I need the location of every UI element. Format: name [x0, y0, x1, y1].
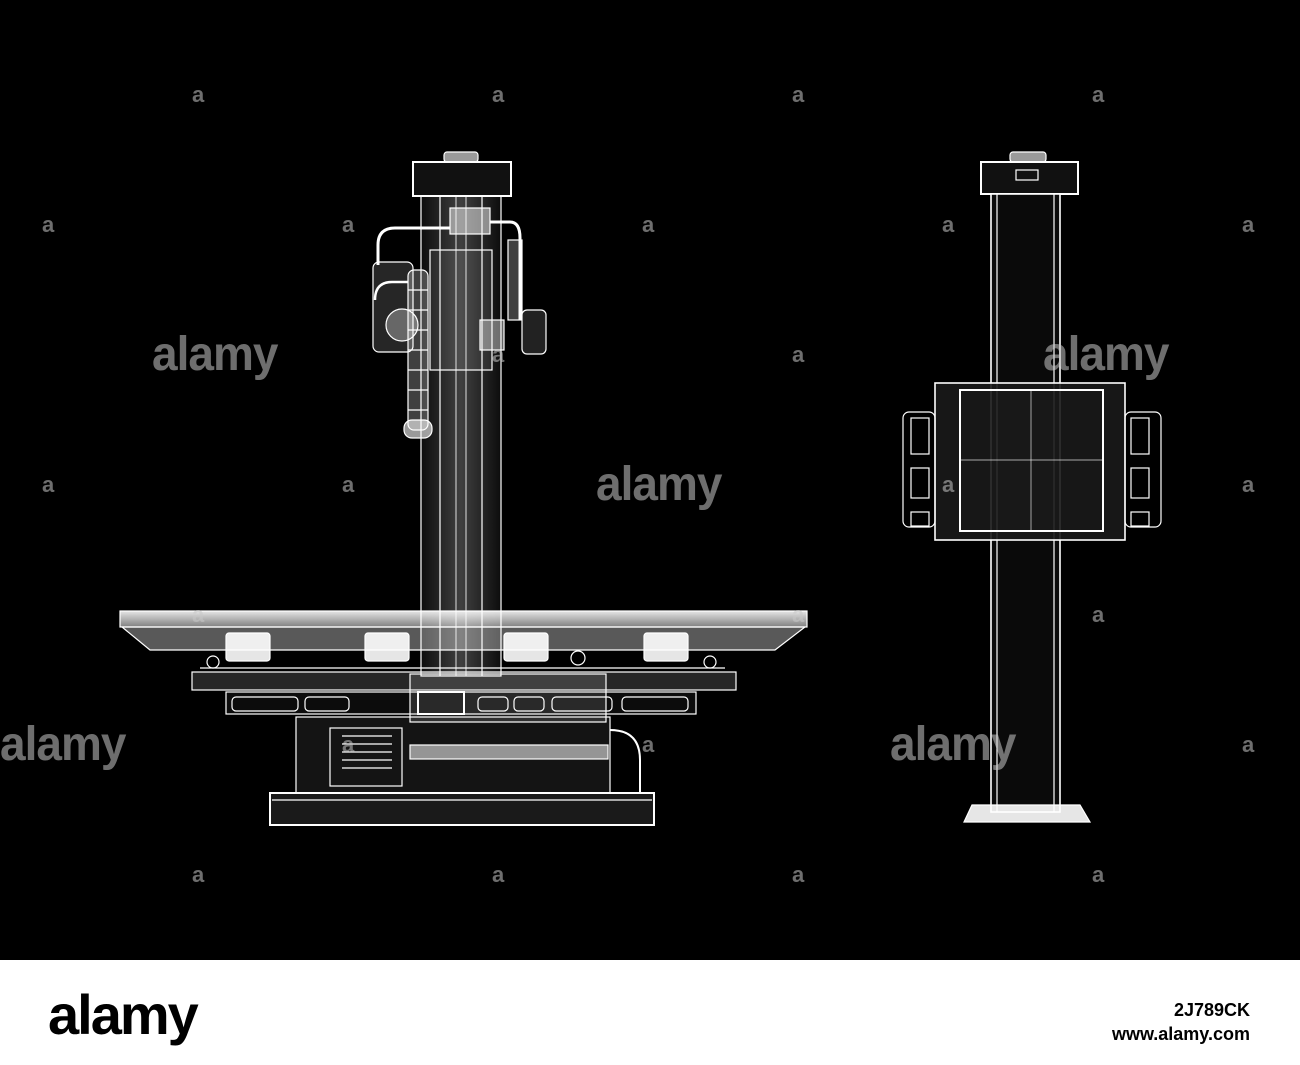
watermark-letter: a: [492, 342, 504, 367]
watermark-letter: a: [42, 212, 54, 237]
watermark-letter: a: [792, 82, 804, 107]
watermark-letter: a: [342, 472, 354, 497]
stock-footer: alamy 2J789CK www.alamy.com: [0, 960, 1300, 1065]
watermark-letter: a: [942, 472, 954, 497]
watermark-letter: a: [192, 862, 204, 887]
xray-table-side-view: [119, 151, 808, 826]
watermark-letter: a: [192, 602, 204, 627]
alamy-logo: alamy: [48, 983, 199, 1046]
watermark-text: alamy: [1043, 325, 1169, 381]
watermark-letter: a: [1092, 862, 1104, 887]
watermark-letter: a: [342, 732, 354, 757]
watermark-letter: a: [942, 212, 954, 237]
watermark-letter: a: [192, 82, 204, 107]
xray-machine-illustration: [119, 151, 1162, 826]
watermark-letter: a: [1092, 602, 1104, 627]
watermark-letter: a: [1242, 472, 1254, 497]
watermark-letter: a: [492, 862, 504, 887]
image-credit: 2J789CK www.alamy.com: [1112, 998, 1250, 1046]
watermark-letter: a: [1242, 212, 1254, 237]
watermark-letter: a: [1242, 732, 1254, 757]
watermark-letter: a: [42, 472, 54, 497]
image-id: 2J789CK: [1173, 1000, 1250, 1020]
watermark-letter: a: [342, 212, 354, 237]
watermark-text: alamy: [152, 325, 278, 381]
wall-stand-front-view: [902, 151, 1162, 823]
watermark-letter: a: [642, 212, 654, 237]
watermark-letter: a: [642, 732, 654, 757]
watermark-text: alamy: [890, 715, 1016, 771]
watermark-text: alamy: [0, 715, 126, 771]
watermark-letter: a: [792, 602, 804, 627]
watermark-letter: a: [792, 342, 804, 367]
watermark-letter: a: [492, 82, 504, 107]
site-url: www.alamy.com: [1111, 1024, 1250, 1044]
watermark-letter: a: [1092, 82, 1104, 107]
watermark-text: alamy: [596, 455, 722, 511]
watermark-letter: a: [792, 862, 804, 887]
